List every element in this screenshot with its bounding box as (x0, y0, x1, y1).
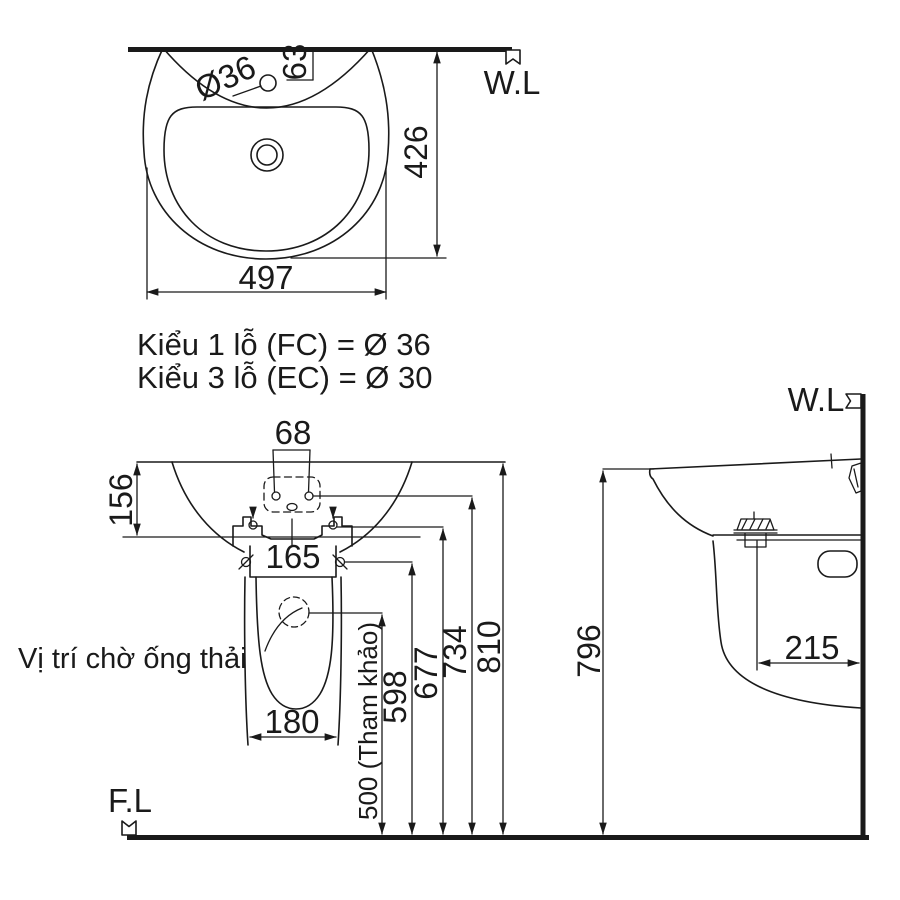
height-677-label: 677 (408, 646, 444, 699)
hanger-hole-left-icon (271, 491, 281, 501)
bracket-bolt-left-icon (248, 520, 258, 530)
pedestal-inner-u (255, 576, 334, 710)
height-500-label: 500 (Tham khảo) (353, 622, 383, 820)
drain-hole-inner-icon (256, 144, 278, 166)
pedestal-bolt-left-tick (238, 554, 254, 570)
waste-pipe-arc (264, 607, 303, 652)
front-bowl-right-curve (339, 461, 413, 553)
side-view-wl-label: W.L (788, 381, 845, 418)
height-796-label: 796 (571, 624, 607, 677)
hanger-pitch-68-label: 68 (275, 414, 312, 451)
pedestal-outer-left (243, 576, 249, 746)
side-faucet-icon (848, 462, 862, 494)
height-734-label: 734 (437, 625, 473, 678)
side-bowl-profile (648, 468, 714, 537)
hole-type-notes: Kiểu 1 lỗ (FC) = Ø 36 Kiểu 3 lỗ (EC) = Ø… (137, 327, 433, 395)
floor-level-flag-icon (121, 820, 137, 836)
hanger-slot-icon (286, 502, 298, 512)
dim68-ext-left (272, 449, 276, 493)
side-pedestal-profile (712, 540, 862, 709)
bracket-bolt-right-icon (328, 520, 338, 530)
wall-level-flag-icon (505, 49, 521, 65)
wall-bracket-hatch (741, 518, 771, 530)
front-bowl-left-curve (171, 461, 245, 553)
height-598-label: 598 (377, 670, 413, 723)
pedestal-bolt-right-tick (332, 554, 348, 570)
back-panel-hole-icon (817, 550, 858, 578)
faucet-leader-line (232, 85, 262, 97)
note-line2: Kiểu 3 lỗ (EC) = Ø 30 (137, 360, 433, 395)
top-view: W.L Ø36 63 426 497 (128, 44, 541, 300)
side-rim-line (649, 458, 862, 470)
fl-label: F.L (108, 782, 152, 819)
faucet-hole-icon (259, 74, 277, 92)
waste-pipe-note-label: Vị trí chờ ống thải (18, 643, 247, 675)
faucet-offset-label: 63 (276, 44, 313, 81)
pedestal-base-180-label: 180 (264, 703, 319, 740)
height-810-label: 810 (471, 620, 507, 673)
drain-hole-outer-icon (250, 138, 284, 172)
width-497-label: 497 (238, 259, 293, 296)
top-view-inner-basin (163, 106, 370, 252)
depth-426-label: 426 (398, 125, 434, 178)
note-line1: Kiểu 1 lỗ (FC) = Ø 36 (137, 327, 431, 362)
rim-depth-156-label: 156 (103, 473, 139, 526)
waste-pipe-dashed-circle (278, 596, 310, 628)
pedestal-bolt-left-icon (240, 556, 252, 568)
front-view: 68 156 165 180 Vị trí chờ ống thải 500 (… (18, 414, 869, 840)
side-wall-level-flag-icon (845, 393, 862, 409)
pedestal-top-165-label: 165 (265, 538, 320, 575)
dim68-ext-right (307, 449, 311, 493)
top-view-wl-label: W.L (484, 64, 541, 101)
wall-bracket-flange (733, 511, 778, 548)
top-view-basin-outline (142, 47, 390, 260)
pedestal-outer-right (337, 576, 343, 746)
side-view: W.L 215 796 (571, 381, 866, 837)
hanger-hole-right-icon (304, 491, 314, 501)
side-rim-tick (830, 453, 833, 469)
depth-215-label: 215 (784, 629, 839, 666)
hanger-zone-dashed-box (263, 476, 321, 513)
